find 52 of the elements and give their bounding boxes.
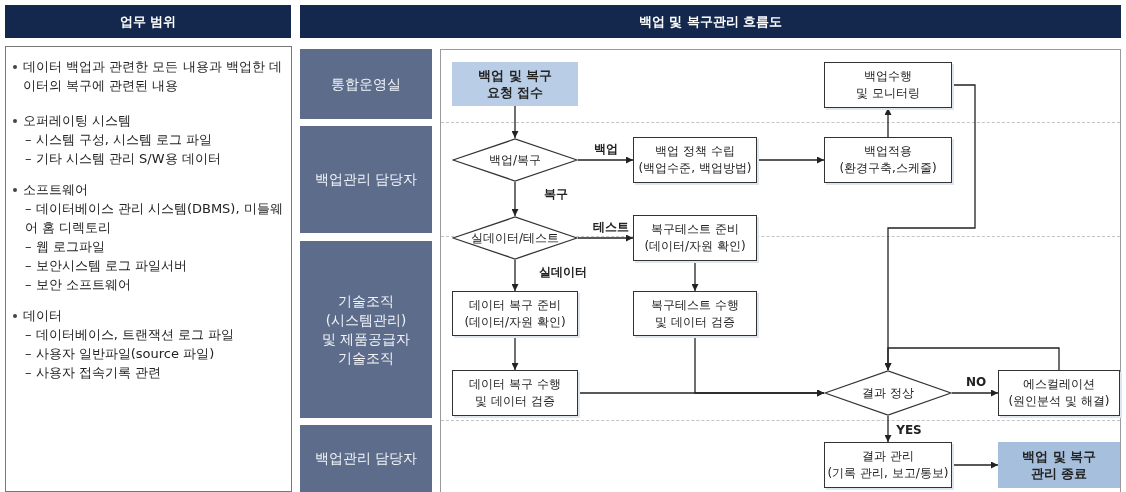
- arrow: [884, 107, 892, 138]
- lane-label: 백업관리 담당자: [300, 425, 432, 492]
- bullet-item: 데이터: [23, 307, 63, 325]
- sub-item: – 웹 로그파일: [25, 238, 106, 256]
- process-box: 에스컬레이션 (원인분석 및 해결): [998, 370, 1120, 416]
- arrow: [951, 461, 999, 469]
- sub-item: – 데이터베이스 관리 시스템(DBMS), 미들웨어 홈 디렉토리: [25, 200, 284, 237]
- process-box: 결과 관리 (기록 관리, 보고/통보): [824, 442, 952, 488]
- process-box: 복구테스트 수행 및 데이터 검증: [633, 291, 757, 336]
- decision-diamond: 백업/복구: [452, 138, 578, 182]
- bullet-item: 오퍼레이팅 시스템: [23, 112, 133, 130]
- arrow: [691, 260, 699, 292]
- edge-label: 실데이터: [537, 264, 589, 280]
- edge-label: 백업: [592, 141, 620, 157]
- bullet-item: 소프트웨어: [23, 181, 89, 199]
- arrow: [577, 156, 634, 164]
- process-box: 백업수행 및 모니터링: [824, 62, 952, 108]
- start-box: 백업 및 복구 요청 접수: [452, 62, 578, 106]
- lane-label: 백업관리 담당자: [300, 126, 432, 233]
- process-box: 데이터 복구 수행 및 데이터 검증: [452, 370, 578, 416]
- process-box: 복구테스트 준비 (데이터/자원 확인): [633, 215, 757, 261]
- sub-item: – 사용자 접속기록 관련: [25, 364, 162, 382]
- process-box: 데이터 복구 준비 (데이터/자원 확인): [452, 291, 578, 336]
- sub-item: – 기타 시스템 관리 S/W용 데이터: [25, 150, 222, 168]
- edge-label: 복구: [542, 186, 570, 202]
- arrow: [511, 181, 519, 217]
- edge-label: 테스트: [591, 219, 631, 235]
- lane-label: 통합운영실: [300, 49, 432, 119]
- bullet-item: 데이터 백업과 관련한 모든 내용과 백업한 데이터의 복구에 관련된 내용: [23, 58, 283, 95]
- arrow: [951, 389, 999, 397]
- sub-item: – 보안 소프트웨어: [25, 276, 132, 294]
- lane-label: 기술조직 (시스템관리) 및 제품공급자 기술조직: [300, 241, 432, 418]
- sub-item: – 시스템 구성, 시스템 로그 파일: [25, 131, 214, 149]
- sub-item: – 사용자 일반파일(source 파일): [25, 345, 216, 363]
- end-box: 백업 및 복구 관리 종료: [998, 442, 1120, 488]
- text-panel: [5, 46, 292, 492]
- arrow: [511, 259, 519, 292]
- header-bar: 백업 및 복구관리 흐름도: [300, 5, 1121, 38]
- decision-diamond: 실데이터/테스트: [452, 216, 578, 260]
- arrow: [884, 347, 1060, 371]
- arrow: [511, 105, 519, 139]
- arrow: [577, 234, 634, 242]
- arrow: [884, 415, 892, 443]
- arrow: [577, 389, 825, 397]
- decision-diamond: 결과 정상: [824, 370, 952, 416]
- arrow: [756, 156, 825, 164]
- process-box: 백업적용 (환경구축,스케줄): [824, 137, 952, 183]
- process-box: 백업 정책 수립 (백업수준, 백업방법): [633, 137, 757, 183]
- arrow: [511, 335, 519, 371]
- sub-item: – 데이터베이스, 트랜잭션 로그 파일: [25, 326, 236, 344]
- header-bar: 업무 범위: [5, 5, 291, 38]
- sub-item: – 보안시스템 로그 파일서버: [25, 257, 188, 275]
